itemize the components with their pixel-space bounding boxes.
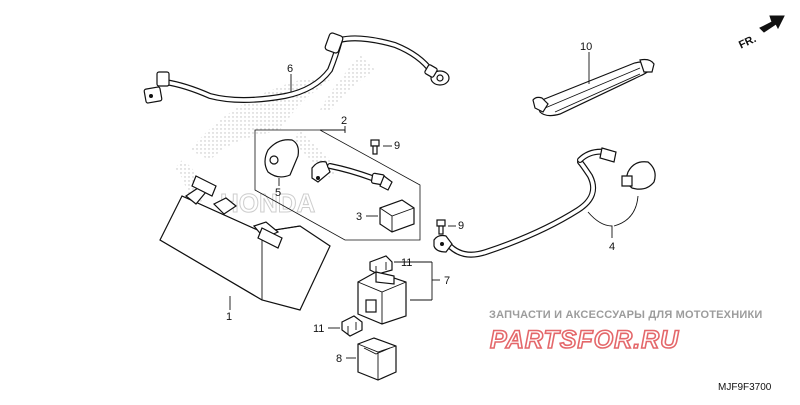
callout-2: 2 xyxy=(341,115,347,127)
honda-wordmark-watermark: HONDA xyxy=(220,188,316,218)
part-9-bolt-upper xyxy=(370,139,380,155)
callout-11-upper: 11 xyxy=(401,257,412,269)
part-11-fuse-lower xyxy=(341,315,363,337)
part-9-bolt-lower xyxy=(436,219,446,235)
front-arrow-icon xyxy=(759,15,785,33)
callout-10: 10 xyxy=(580,41,592,53)
callout-9-upper: 9 xyxy=(394,140,400,152)
part-6-battery-cable xyxy=(143,32,450,104)
part-11-fuse-upper xyxy=(369,255,393,275)
front-direction-label: FR. xyxy=(737,33,758,51)
front-direction-indicator: FR. xyxy=(737,15,785,51)
callout-3: 3 xyxy=(356,211,362,223)
callout-9-lower: 9 xyxy=(458,220,464,232)
callout-6: 6 xyxy=(287,63,293,75)
watermark-subtitle: ЗАПЧАСТИ И АКСЕССУАРЫ ДЛЯ МОТОТЕХНИКИ xyxy=(489,309,762,321)
part-1-battery xyxy=(159,175,331,311)
honda-logo-watermark: HONDA xyxy=(175,55,375,219)
callout-1: 1 xyxy=(226,311,232,323)
part-8-relay-cover xyxy=(357,337,397,381)
part-10-battery-band xyxy=(532,58,655,117)
part-2-sub-harness xyxy=(311,161,393,191)
callout-7: 7 xyxy=(444,275,450,287)
callout-5: 5 xyxy=(275,187,281,199)
callout-11-lower: 11 xyxy=(313,323,324,335)
diagram-code: MJF9F3700 xyxy=(718,382,772,393)
part-7-starter-relay xyxy=(357,271,407,325)
part-5-terminal-cover xyxy=(264,139,299,178)
callout-4: 4 xyxy=(609,241,615,253)
callout-8: 8 xyxy=(336,353,342,365)
part-3-terminal-cap xyxy=(379,199,415,233)
part-4-battery-cable xyxy=(433,147,656,258)
watermark-brand: PARTSFOR.RU xyxy=(490,326,679,354)
